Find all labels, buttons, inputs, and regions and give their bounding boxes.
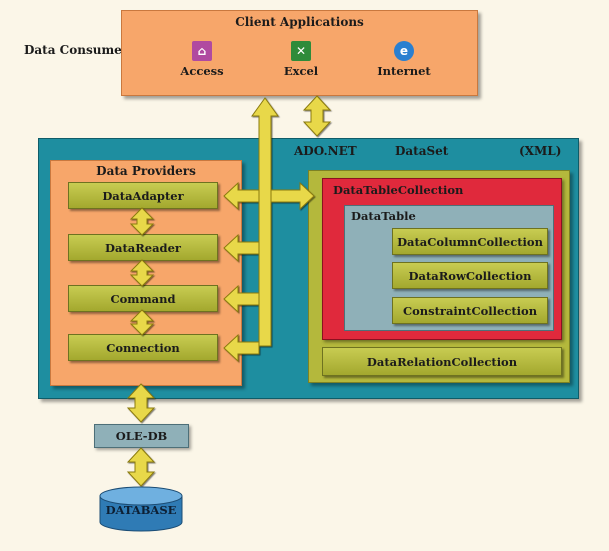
constraint-collection-box[interactable]: ConstraintCollection: [392, 297, 548, 324]
arrow-to-datareader: [223, 233, 260, 263]
adonet-label: ADO.NET: [294, 144, 357, 158]
data-providers-title: Data Providers: [96, 164, 196, 178]
excel-label: Excel: [283, 64, 319, 78]
client-adonet-double-arrow: [302, 95, 332, 137]
arrow-to-dataset: [270, 181, 315, 211]
providers-oledb-arrow: [126, 383, 156, 423]
client-applications-title: Client Applications: [235, 15, 364, 29]
database-label: DATABASE: [105, 503, 177, 517]
excel-icon: ✕: [291, 41, 311, 61]
internet-explorer-icon: e: [394, 41, 414, 61]
access-icon: ⌂: [192, 41, 212, 61]
internet-label: Internet: [377, 64, 431, 78]
excel-app[interactable]: ✕ Excel: [276, 41, 326, 78]
oledb-box[interactable]: OLE-DB: [94, 424, 189, 448]
datatable-title: DataTable: [351, 209, 416, 223]
access-app[interactable]: ⌂ Access: [177, 41, 227, 78]
command-connection-arrow: [129, 309, 155, 336]
oledb-database-arrow: [126, 447, 156, 487]
xml-label: (XML): [519, 144, 562, 158]
datatable-collection-title: DataTableCollection: [333, 183, 464, 197]
dataadapter-datareader-arrow: [129, 207, 155, 236]
data-consumers-label: Data Consumers: [24, 43, 135, 57]
arrow-to-command: [223, 284, 260, 314]
data-column-collection-box[interactable]: DataColumnCollection: [392, 228, 548, 255]
data-reader-box[interactable]: DataReader: [68, 234, 218, 261]
data-relation-collection-box[interactable]: DataRelationCollection: [322, 347, 562, 376]
dataset-label: DataSet: [395, 144, 449, 158]
database-cylinder[interactable]: [99, 486, 183, 532]
datareader-command-arrow: [129, 259, 155, 287]
connection-box[interactable]: Connection: [68, 334, 218, 361]
data-row-collection-box[interactable]: DataRowCollection: [392, 262, 548, 289]
bus-up-arrow: [251, 97, 279, 347]
internet-app[interactable]: e Internet: [376, 41, 432, 78]
arrow-to-connection: [223, 333, 260, 363]
access-label: Access: [180, 64, 224, 78]
client-applications-box: Client Applications ⌂ Access ✕ Excel e I…: [121, 10, 478, 96]
arrow-to-dataadapter: [223, 181, 260, 211]
